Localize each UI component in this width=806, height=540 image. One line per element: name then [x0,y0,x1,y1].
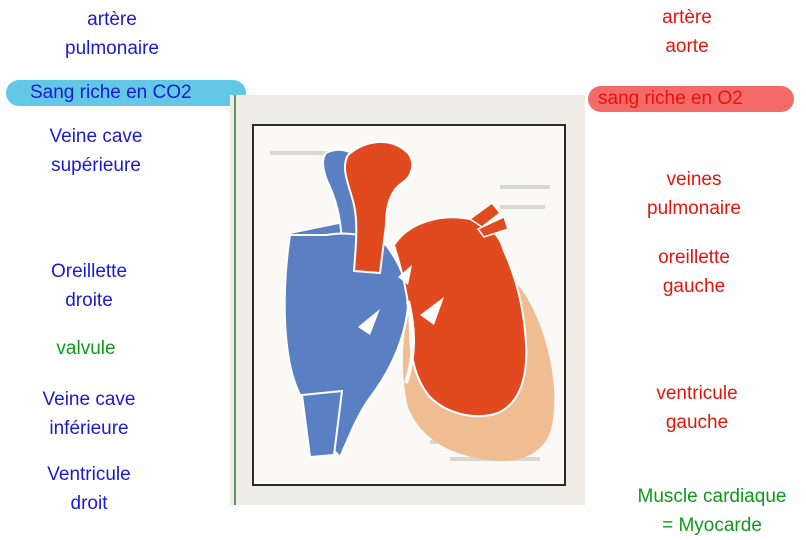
label-ventricule-droit-line1: Ventricule [47,460,130,489]
label-myocarde-line2: = Myocarde [638,511,787,540]
label-veines-pulmonaire: veines pulmonaire [647,165,741,223]
label-artere-pulmonaire-line1: artère [65,5,159,34]
label-artere-aorte-line2: aorte [662,32,712,61]
label-myocarde: Muscle cardiaque = Myocarde [638,482,787,540]
label-veine-cave-sup-line1: Veine cave [50,122,143,151]
label-sang-o2: sang riche en O2 [598,86,743,112]
label-veine-cave-inf: Veine cave inférieure [43,385,136,443]
label-artere-pulmonaire-line2: pulmonaire [65,34,159,63]
label-sang-co2: Sang riche en CO2 [30,80,192,106]
label-ventricule-gauche: ventricule gauche [656,379,737,437]
label-veine-cave-inf-line1: Veine cave [43,385,136,414]
label-artere-aorte-line1: artère [662,3,712,32]
heart-diagram [230,95,585,505]
label-artere-aorte: artère aorte [662,3,712,61]
label-valvule: valvule [56,334,115,363]
label-oreillette-droite-line2: droite [51,286,127,315]
label-veine-cave-sup: Veine cave supérieure [50,122,143,180]
label-ventricule-gauche-line2: gauche [656,408,737,437]
label-ventricule-droit: Ventricule droit [47,460,130,518]
label-oreillette-gauche-line1: oreillette [658,243,730,272]
label-ventricule-gauche-line1: ventricule [656,379,737,408]
label-artere-pulmonaire: artère pulmonaire [65,5,159,63]
label-oreillette-droite: Oreillette droite [51,257,127,315]
label-oreillette-gauche: oreillette gauche [658,243,730,301]
label-oreillette-gauche-line2: gauche [658,272,730,301]
label-myocarde-line1: Muscle cardiaque [638,482,787,511]
label-veines-pulmonaire-line1: veines [647,165,741,194]
label-ventricule-droit-line2: droit [47,489,130,518]
label-veine-cave-sup-line2: supérieure [50,151,143,180]
label-veines-pulmonaire-line2: pulmonaire [647,194,741,223]
label-veine-cave-inf-line2: inférieure [43,414,136,443]
label-oreillette-droite-line1: Oreillette [51,257,127,286]
